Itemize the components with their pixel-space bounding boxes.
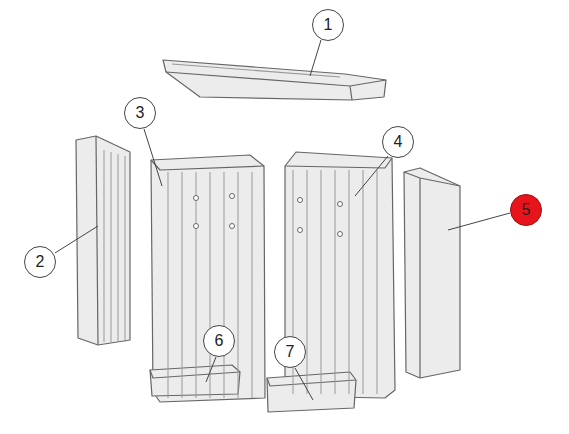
anchor-hole <box>230 224 235 229</box>
leader-line <box>310 40 321 76</box>
bottom-block-left <box>150 365 240 396</box>
callout-circle: 3 <box>124 97 156 129</box>
leader-line <box>295 368 313 400</box>
panel-rib <box>111 152 112 342</box>
panel-rib <box>210 172 211 398</box>
callout-circle: 7 <box>274 336 306 368</box>
panel-rib <box>118 154 119 342</box>
leader-line <box>55 226 98 253</box>
leader-line <box>206 357 216 382</box>
anchor-hole <box>194 224 199 229</box>
panel-rib <box>224 172 225 398</box>
panel-rib <box>377 170 378 394</box>
leader-line <box>355 156 388 196</box>
anchor-hole <box>338 202 343 207</box>
panel-rib <box>104 150 105 342</box>
callout-number: 4 <box>394 134 403 150</box>
rear-left-panel <box>151 155 265 402</box>
anchor-hole <box>298 228 303 233</box>
top-slab-groove <box>172 64 340 77</box>
callout-number: 1 <box>324 17 333 33</box>
left-pillar <box>76 136 130 345</box>
panel-rib <box>196 172 197 398</box>
callout-circle: 4 <box>382 126 414 158</box>
callout-number: 3 <box>136 105 145 121</box>
callout-circle: 1 <box>312 9 344 41</box>
bottom-block-right-edge <box>267 378 356 386</box>
anchor-hole <box>230 194 235 199</box>
leader-line <box>144 129 162 186</box>
right-side-brick-edge <box>404 172 460 378</box>
panel-rib <box>363 170 364 394</box>
callout-circle: 5 <box>510 194 542 226</box>
panel-rib <box>125 156 126 342</box>
anchor-hole <box>298 198 303 203</box>
panel-rib <box>182 172 183 398</box>
leader-line <box>448 213 510 230</box>
right-side-brick <box>404 168 460 378</box>
top-slab-edge <box>166 72 386 100</box>
bottom-block-left-edge <box>150 370 240 378</box>
panel-rib <box>168 172 169 398</box>
anchor-hole <box>338 232 343 237</box>
panel-rib <box>335 170 336 394</box>
rear-left-panel-edge <box>151 160 264 170</box>
rear-right-panel-edge <box>285 158 392 168</box>
callout-number: 7 <box>286 344 295 360</box>
panel-rib <box>349 170 350 394</box>
anchor-hole <box>194 196 199 201</box>
callout-circle: 2 <box>24 246 56 278</box>
panel-rib <box>238 172 239 398</box>
callout-number: 5 <box>522 202 531 218</box>
callout-number: 2 <box>36 254 45 270</box>
callout-circle: 6 <box>203 325 235 357</box>
top-slab <box>163 60 386 100</box>
callout-number: 6 <box>215 333 224 349</box>
panel-rib <box>321 170 322 394</box>
panel-rib <box>307 170 308 394</box>
left-pillar-edge <box>96 136 98 345</box>
bottom-block-right <box>267 372 356 412</box>
panel-rib <box>252 172 253 398</box>
